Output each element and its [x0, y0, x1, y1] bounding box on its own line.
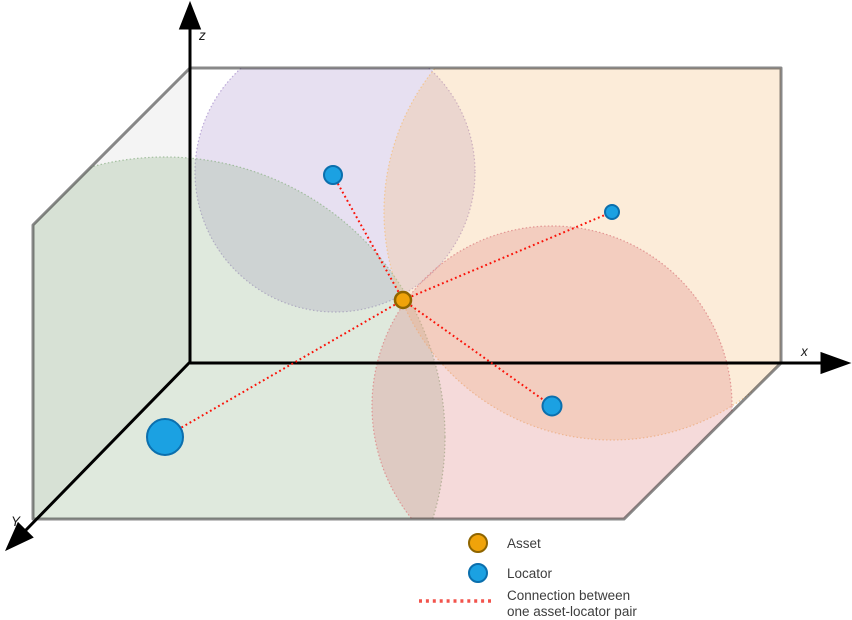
asset-dot [393, 290, 413, 310]
locator-dot [541, 395, 563, 417]
y-axis-arrowhead [5, 521, 34, 552]
legend-asset-swatch [468, 533, 488, 553]
legend-connection-label-line1: Connection between [507, 588, 630, 603]
axes [5, 0, 852, 552]
nodes [146, 165, 620, 456]
locator-dot [146, 418, 184, 456]
connection-lines [164, 174, 613, 438]
legend: Asset Locator Connection between one ass… [419, 533, 637, 619]
connection-line [164, 299, 404, 438]
legend-locator-label: Locator [507, 566, 553, 581]
legend-locator-swatch [468, 563, 488, 583]
z-axis-arrowhead [178, 0, 202, 30]
locator-dot [323, 165, 343, 185]
locator-dot [604, 204, 620, 220]
y-axis [23, 360, 192, 533]
y-axis-label: Y [11, 514, 21, 529]
x-axis-arrowhead [820, 351, 852, 375]
legend-connection-label-line2: one asset-locator pair [507, 604, 637, 619]
connection-line [332, 174, 404, 301]
connection-line [402, 211, 613, 301]
box-outline [31, 66, 783, 521]
left-wall-face [33, 68, 190, 519]
z-axis-label: z [198, 28, 206, 43]
x-axis-label: x [800, 344, 809, 359]
legend-asset-label: Asset [507, 536, 541, 551]
